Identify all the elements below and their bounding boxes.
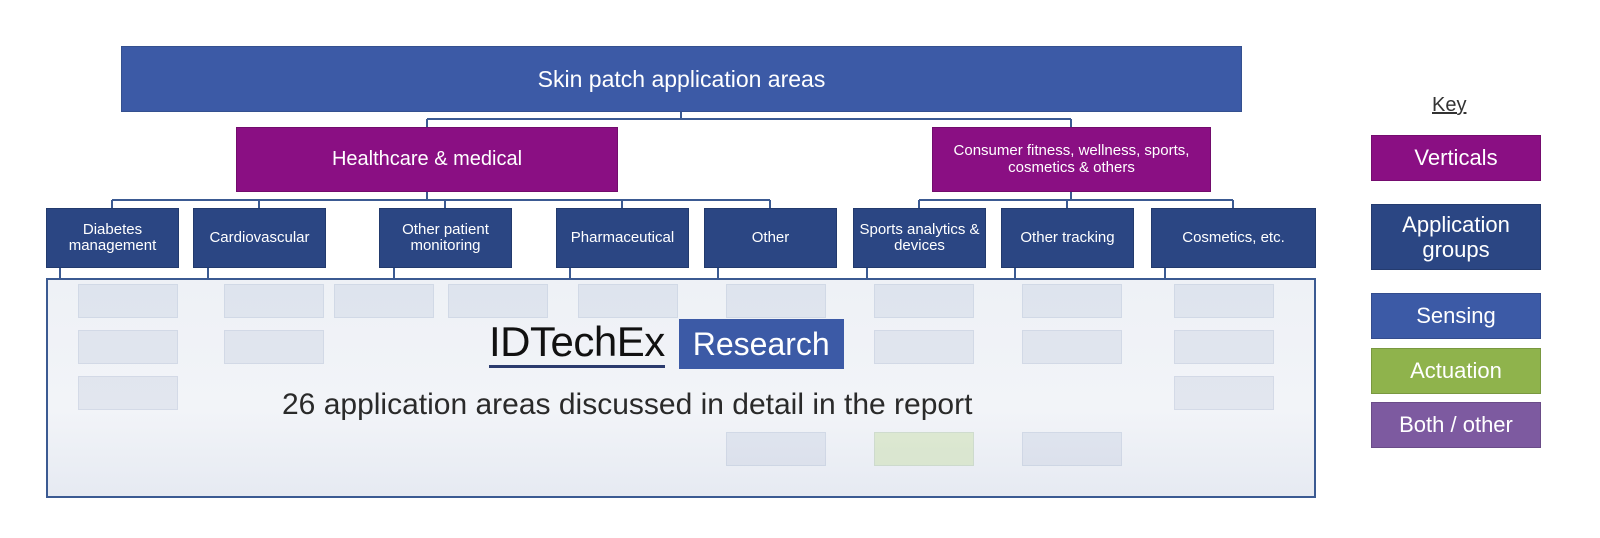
- ghost-box: [1022, 330, 1122, 364]
- vertical-consumer: Consumer fitness, wellness, sports, cosm…: [932, 127, 1211, 192]
- ghost-box: [224, 330, 324, 364]
- brand-tag: Research: [678, 319, 844, 370]
- ghost-box: [726, 284, 826, 318]
- ghost-box: [224, 284, 324, 318]
- ghost-box: [78, 330, 178, 364]
- root-node: Skin patch application areas: [121, 46, 1242, 112]
- group-other-patient-monitoring: Other patient monitoring: [379, 208, 512, 268]
- ghost-box: [874, 432, 974, 466]
- idtechex-logo: IDTechEx Research: [489, 319, 844, 370]
- ghost-box: [1174, 284, 1274, 318]
- group-sports-analytics: Sports analytics & devices: [853, 208, 986, 268]
- brand-name: IDTechEx: [489, 320, 665, 368]
- group-other-tracking: Other tracking: [1001, 208, 1134, 268]
- vertical-healthcare: Healthcare & medical: [236, 127, 618, 192]
- key-sensing: Sensing: [1371, 293, 1541, 339]
- ghost-box: [874, 284, 974, 318]
- detail-panel: IDTechEx Research 26 application areas d…: [46, 278, 1316, 498]
- panel-caption: 26 application areas discussed in detail…: [282, 388, 973, 421]
- ghost-box: [578, 284, 678, 318]
- ghost-box: [1174, 376, 1274, 410]
- group-cosmetics: Cosmetics, etc.: [1151, 208, 1316, 268]
- ghost-box: [78, 376, 178, 410]
- ghost-box: [726, 432, 826, 466]
- key-title: Key: [1432, 94, 1467, 116]
- group-cardiovascular: Cardiovascular: [193, 208, 326, 268]
- ghost-box: [334, 284, 434, 318]
- group-other: Other: [704, 208, 837, 268]
- ghost-box: [1174, 330, 1274, 364]
- key-actuation: Actuation: [1371, 348, 1541, 394]
- ghost-box: [1022, 284, 1122, 318]
- key-application-groups: Application groups: [1371, 204, 1541, 270]
- ghost-box: [448, 284, 548, 318]
- group-diabetes-management: Diabetes management: [46, 208, 179, 268]
- ghost-box: [78, 284, 178, 318]
- key-both-other: Both / other: [1371, 402, 1541, 448]
- ghost-box: [874, 330, 974, 364]
- key-verticals: Verticals: [1371, 135, 1541, 181]
- ghost-box: [1022, 432, 1122, 466]
- group-pharmaceutical: Pharmaceutical: [556, 208, 689, 268]
